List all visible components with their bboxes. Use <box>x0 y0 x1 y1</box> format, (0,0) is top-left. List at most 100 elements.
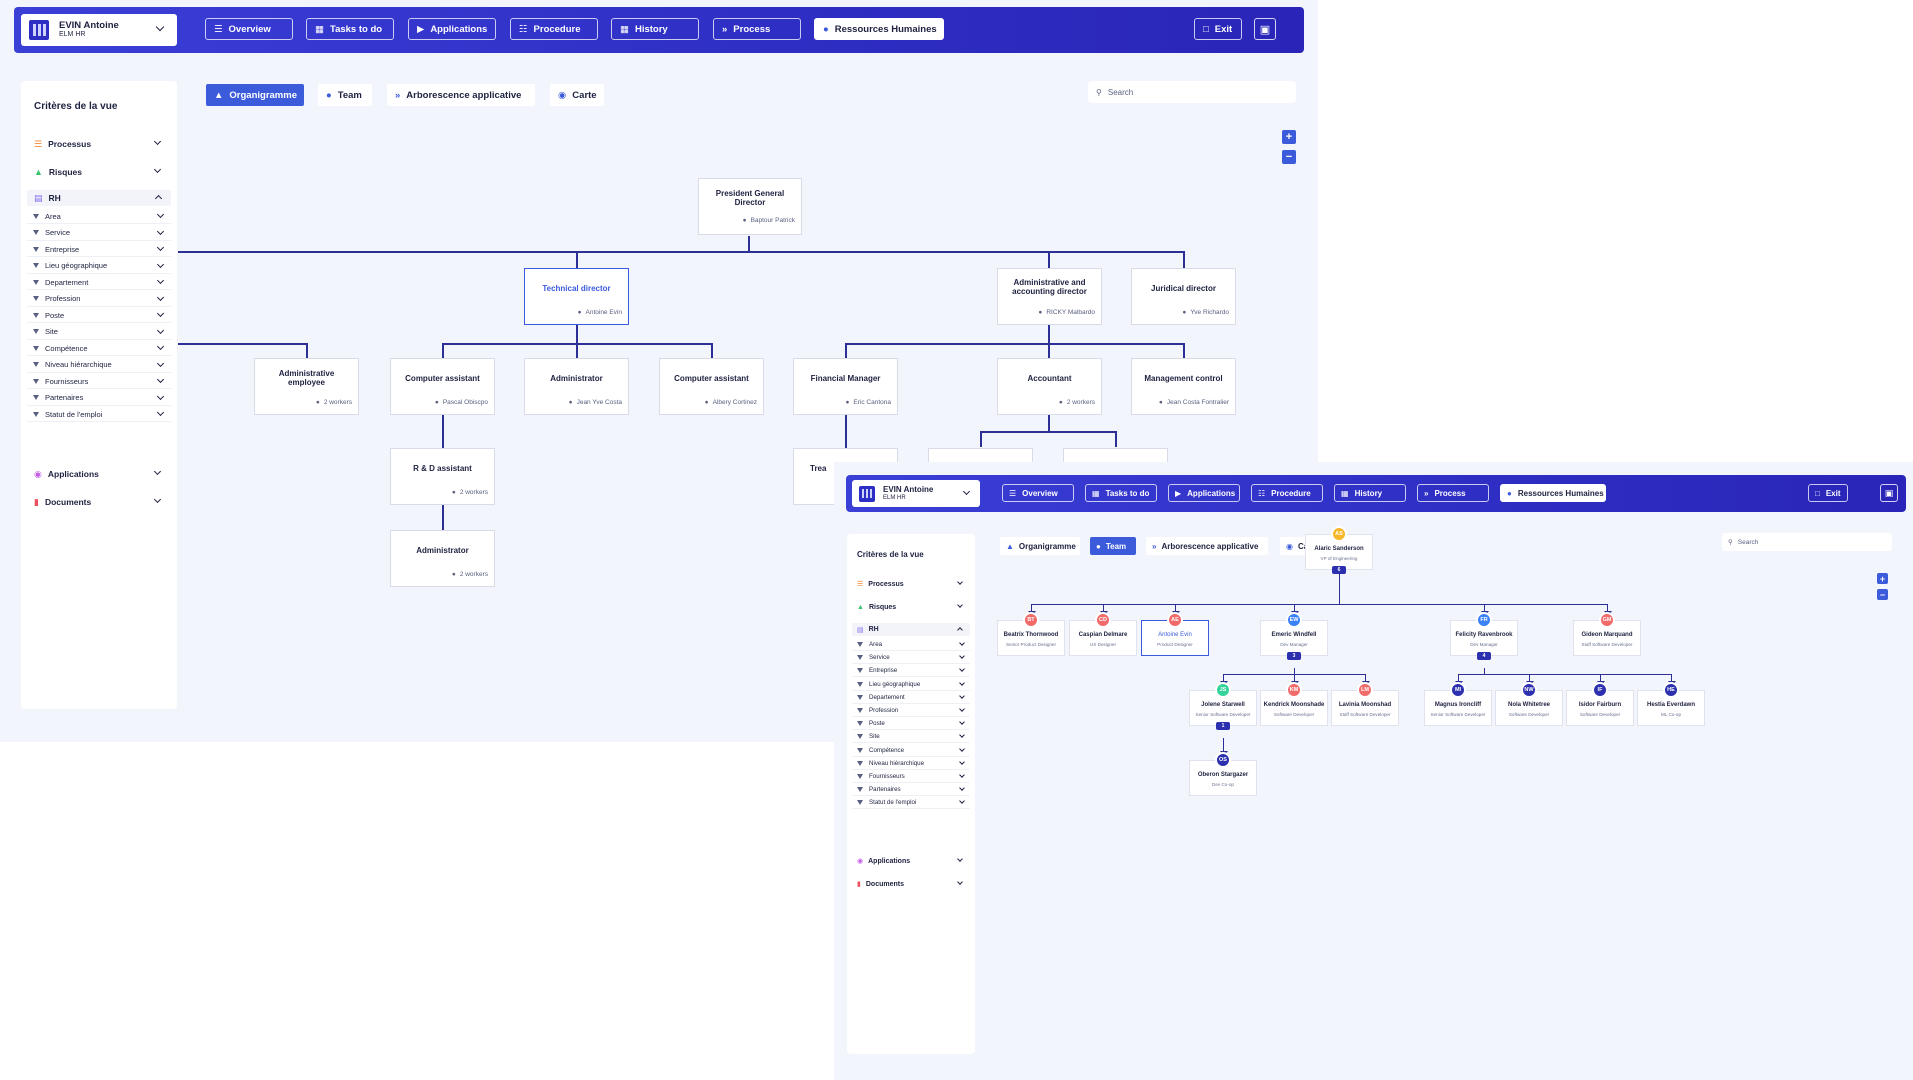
nav-process-button[interactable]: »Process <box>1417 484 1489 502</box>
criteria-documents-label: Documents <box>44 497 92 507</box>
zoom-out-button[interactable]: − <box>1877 589 1888 600</box>
filter-item[interactable]: Poste <box>27 308 171 323</box>
nav-procedure-button[interactable]: ☷Procedure <box>1251 484 1323 502</box>
nav-tasks-button[interactable]: ▦Tasks to do <box>306 18 394 40</box>
filter-item[interactable]: Service <box>852 652 970 665</box>
user-selector[interactable]: EVIN Antoine ELM HR <box>21 14 177 46</box>
filter-item[interactable]: Profession <box>852 705 970 717</box>
org-card-management-control[interactable]: Management control ●Jean Costa Fontralie… <box>1131 358 1236 415</box>
nav-hr-button[interactable]: ●Ressources Humaines <box>814 18 944 40</box>
filter-item[interactable]: Lieu géographique <box>27 259 171 274</box>
filter-item[interactable]: Profession <box>27 292 171 307</box>
org-card-admin-employee[interactable]: Administrative employee ●2 workers <box>254 358 359 415</box>
nav-applications-button[interactable]: ▶Applications <box>1168 484 1240 502</box>
nav-applications-button[interactable]: ▶Applications <box>408 18 496 40</box>
filter-item[interactable]: Departement <box>852 692 970 704</box>
tab-team[interactable]: ●Team <box>1090 537 1136 555</box>
criteria-applications[interactable]: ◉ Applications <box>34 467 164 481</box>
org-card-financial-manager[interactable]: Financial Manager ●Eric Cantona <box>793 358 898 415</box>
filter-item[interactable]: Compétence <box>852 745 970 757</box>
connector <box>1183 251 1185 268</box>
filter-item[interactable]: Fournisseurs <box>27 374 171 389</box>
tab-team[interactable]: ●Team <box>318 84 372 106</box>
filter-item[interactable]: Compétence <box>27 341 171 356</box>
org-card-administrator-2[interactable]: Administrator ●2 workers <box>390 530 495 587</box>
criteria-processus[interactable]: ☰ Processus <box>857 578 965 590</box>
nav-overview-button[interactable]: ☰Overview <box>1002 484 1074 502</box>
criteria-processus[interactable]: ☰ Processus <box>34 137 164 151</box>
filter-item[interactable]: Statut de l'emploi <box>27 407 171 422</box>
org-card-juridical[interactable]: Juridical director ●Yve Richardo <box>1131 268 1236 325</box>
exit-button[interactable]: □Exit <box>1808 484 1848 502</box>
account-button[interactable]: ▣ <box>1880 484 1898 502</box>
direct-reports-badge[interactable]: 6 <box>1332 566 1346 574</box>
org-card-president[interactable]: President General Director ●Baptour Patr… <box>698 178 802 235</box>
criteria-applications[interactable]: ◉ Applications <box>857 855 965 867</box>
criteria-rh[interactable]: ▤ RH <box>27 190 171 206</box>
filter-item[interactable]: Poste <box>852 718 970 731</box>
tab-arborescence[interactable]: »Arborescence applicative <box>387 84 535 106</box>
tab-organigramme[interactable]: ▲Organigramme <box>1000 537 1080 555</box>
filter-item[interactable]: Area <box>27 209 171 224</box>
filter-item[interactable]: Site <box>852 731 970 744</box>
direct-reports-badge[interactable]: 3 <box>1287 652 1301 660</box>
nav-process-button[interactable]: »Process <box>713 18 801 40</box>
filter-item[interactable]: Partenaires <box>27 391 171 406</box>
direct-reports-badge[interactable]: 1 <box>1216 722 1230 730</box>
chevron-down-icon <box>156 309 165 318</box>
search-input[interactable]: ⚲Search <box>1088 81 1296 103</box>
filter-item[interactable]: Lieu géographique <box>852 679 970 691</box>
user-selector[interactable]: EVIN Antoine ELM HR <box>852 480 980 507</box>
criteria-rh[interactable]: ▤ RH <box>852 623 970 636</box>
criteria-rh-label: RH <box>868 626 879 633</box>
org-card-admin-director[interactable]: Administrative and accounting director ●… <box>997 268 1102 325</box>
account-button[interactable]: ▣ <box>1254 18 1276 40</box>
criteria-risques[interactable]: ▲ Risques <box>34 165 164 179</box>
org-card-computer-assistant-1[interactable]: Computer assistant ●Pascal Obiscpo <box>390 358 495 415</box>
nav-tasks-button[interactable]: ▦Tasks to do <box>1085 484 1157 502</box>
connector <box>442 503 444 531</box>
zoom-out-button[interactable]: − <box>1282 150 1296 164</box>
connector <box>1031 604 1033 612</box>
filter-item-label: Compétence <box>45 343 88 353</box>
criteria-risques[interactable]: ▲ Risques <box>857 601 965 613</box>
filter-item[interactable]: Entreprise <box>852 665 970 678</box>
exit-button[interactable]: □Exit <box>1194 18 1242 40</box>
filter-item[interactable]: Niveau hiérarchique <box>852 758 970 770</box>
filter-item[interactable]: Service <box>27 226 171 241</box>
tab-carte[interactable]: ◉Carte <box>550 84 604 106</box>
team-member-role: Software Developer <box>1273 712 1315 717</box>
filter-item[interactable]: Entreprise <box>27 242 171 257</box>
nav-overview-button[interactable]: ☰Overview <box>205 18 293 40</box>
connector <box>1294 668 1296 674</box>
org-card-rd-assistant[interactable]: R & D assistant ●2 workers <box>390 448 495 505</box>
org-card-administrator-1[interactable]: Administrator ●Jean Yve Costa <box>524 358 629 415</box>
search-input[interactable]: ⚲Search <box>1722 533 1892 551</box>
zoom-in-button[interactable]: + <box>1282 130 1296 144</box>
filter-item[interactable]: Departement <box>27 275 171 290</box>
tab-arborescence[interactable]: »Arborescence applicative <box>1146 537 1268 555</box>
nav-hr-button[interactable]: ●Ressources Humaines <box>1500 484 1606 502</box>
document-icon: ▮ <box>857 881 861 888</box>
org-card-title: Administrator <box>550 374 603 383</box>
nav-history-button[interactable]: ▦History <box>1334 484 1406 502</box>
tab-organigramme[interactable]: ▲Organigramme <box>206 84 304 106</box>
filter-item[interactable]: Site <box>27 325 171 340</box>
filter-item[interactable]: Area <box>852 639 970 651</box>
nav-history-button[interactable]: ▦History <box>611 18 699 40</box>
nav-procedure-button[interactable]: ☷Procedure <box>510 18 598 40</box>
filter-item[interactable]: Niveau hiérarchique <box>27 358 171 373</box>
criteria-documents[interactable]: ▮ Documents <box>857 878 965 890</box>
filter-item[interactable]: Fournisseurs <box>852 771 970 783</box>
org-card-computer-assistant-2[interactable]: Computer assistant ●Albery Cortinez <box>659 358 764 415</box>
org-card-accountant[interactable]: Accountant ●2 workers <box>997 358 1102 415</box>
zoom-in-button[interactable]: + <box>1877 573 1888 584</box>
team-member-role: Dev Manager <box>1470 642 1498 647</box>
org-card-technical-director[interactable]: Technical director ●Antoine Evin <box>524 268 629 325</box>
direct-reports-badge[interactable]: 4 <box>1477 652 1491 660</box>
criteria-documents[interactable]: ▮ Documents <box>34 495 164 509</box>
filter-item[interactable]: Statut de l'emploi <box>852 797 970 810</box>
filter-item[interactable]: Partenaires <box>852 784 970 797</box>
